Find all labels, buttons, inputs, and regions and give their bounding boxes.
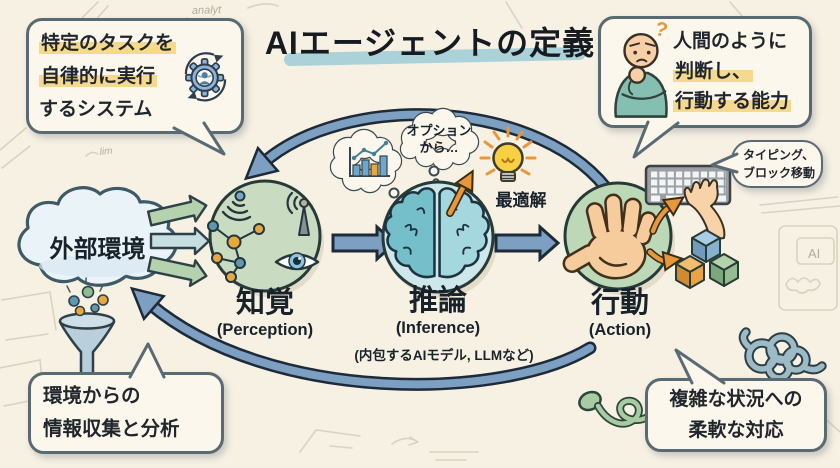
handwriting-lim: lim — [99, 146, 113, 158]
wifi-icon — [221, 190, 252, 222]
inference-note: (内包するAIモデル, LLMなど) — [354, 348, 534, 363]
bubble-line: 判断し、 — [673, 61, 754, 82]
tangled-knot-icon — [738, 327, 827, 383]
bubble-line: するシステム — [39, 98, 153, 120]
handwriting-analyt: analyt — [192, 4, 223, 17]
inference-sublabel: (Inference) — [395, 319, 481, 338]
cube-orange — [675, 255, 705, 289]
bubble-typing-blocks-text: タイピング、 ブロック移動 — [743, 146, 815, 182]
typing-hand-icon — [683, 178, 726, 241]
lightbulb-icon — [479, 126, 537, 182]
action-label: 行動 — [590, 287, 649, 319]
bubble-line: 特定のタスクを — [39, 32, 177, 54]
perception-sublabel: (Perception) — [216, 321, 314, 340]
background-sketch-text: analyt lim AI — [99, 4, 820, 261]
bubble-line: 自律的に実行 — [39, 65, 158, 87]
inference-label: 推論 — [408, 285, 467, 317]
cube-green — [709, 253, 739, 287]
options-thought-text: オプション から… — [401, 123, 477, 157]
arrow-inference-to-action — [494, 225, 560, 261]
bubble-typing-blocks: タイピング、 ブロック移動 — [731, 140, 823, 188]
bubble-flexible-response: 複雑な状況への 柔軟な対応 — [645, 378, 827, 452]
action-sublabel: (Action) — [588, 321, 652, 340]
bubble-line: 柔軟な対応 — [688, 420, 784, 441]
perception-node — [207, 179, 324, 297]
thought-cloud-chart — [329, 128, 406, 205]
arrow-action-to-blocks — [646, 248, 685, 272]
page-title-wrap: AIエージェントの定義 — [252, 18, 608, 64]
keyboard-icon — [644, 164, 732, 241]
thinking-person-icon — [614, 33, 668, 118]
bubble-info-collection: 環境からの 情報収集と分析 — [28, 372, 224, 454]
page-title: AIエージェントの定義 — [264, 25, 596, 61]
bubble-autonomous-system: 特定のタスクを 自律的に実行 するシステム — [26, 18, 244, 134]
options-line2: から… — [419, 139, 459, 155]
arrow-brain-to-bulb — [446, 165, 482, 217]
hand-icon — [562, 193, 657, 280]
blocks-icon — [675, 229, 739, 289]
inference-node — [381, 180, 497, 298]
bubble-line: ブロック移動 — [743, 166, 816, 180]
bubble-line: 複雑な状況への — [669, 389, 803, 410]
environment-label: 外部環境 — [49, 236, 146, 263]
arrow-action-to-environment-arc — [120, 275, 597, 391]
funnel-icon — [58, 277, 116, 379]
arrow-action-to-keyboard — [649, 188, 690, 235]
options-line1: オプション — [406, 123, 472, 138]
perception-label-group: 知覚 (Perception) — [203, 288, 327, 340]
perception-label: 知覚 — [235, 287, 294, 319]
action-label-group: 行動 (Action) — [558, 288, 682, 340]
bar-chart-icon — [349, 140, 390, 177]
thought-cloud-options — [399, 107, 480, 186]
inference-label-group: 推論 (Inference) — [376, 286, 500, 338]
sketch-ai-label: AI — [808, 246, 820, 261]
network-graph-icon — [207, 220, 265, 283]
bubble-info-collection-text: 環境からの 情報収集と分析 — [43, 380, 180, 446]
bubble-line: 行動する能力 — [673, 91, 792, 112]
action-node — [562, 181, 675, 295]
funnel-dots — [68, 285, 109, 317]
antenna-icon — [286, 191, 310, 236]
optimal-solution-label: 最適解 — [495, 191, 547, 210]
environment-cloud — [17, 186, 178, 287]
bubble-human-ability: ? 人間のように 判断し、 行動する能力 — [598, 16, 812, 128]
bubble-line: 環境からの — [43, 385, 141, 407]
eye-icon — [274, 252, 320, 271]
bubble-line: タイピング、 — [743, 148, 815, 162]
bubble-line: 情報収集と分析 — [43, 418, 180, 440]
bubble-human-ability-text: 人間のように 判断し、 行動する能力 — [673, 27, 792, 117]
bubble-line: 人間のように — [673, 31, 788, 52]
cube-blue — [691, 229, 721, 263]
bubble-autonomous-system-text: 特定のタスクを 自律的に実行 するシステム — [39, 27, 177, 126]
gear-cycle-icon — [184, 52, 227, 102]
bubble-flexible-response-text: 複雑な状況への 柔軟な対応 — [669, 384, 802, 446]
